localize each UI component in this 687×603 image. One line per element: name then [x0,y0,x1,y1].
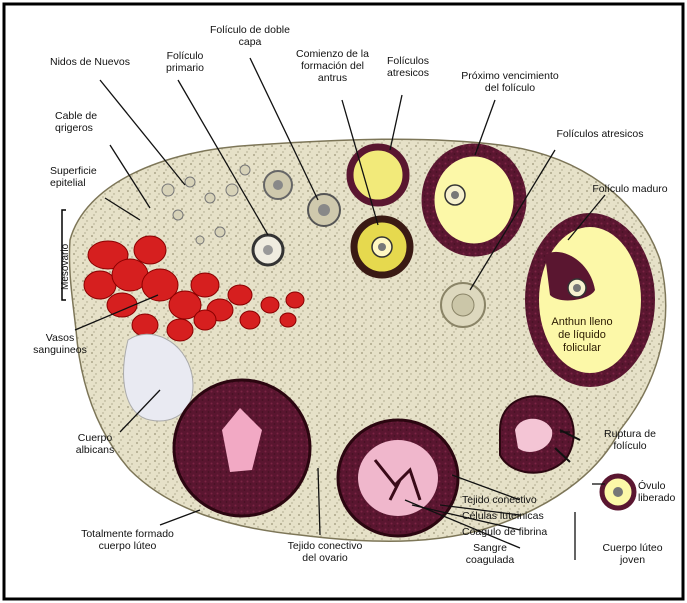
label-celulas: Células luteinicas [462,510,572,522]
approaching-maturity-follicle [428,150,520,250]
label-cuerpo-albicans: Cuerpo albicans [55,432,135,456]
label-atresicos-right: Folículos atresicos [540,128,660,140]
label-foliculo-primario: Folículo primario [150,50,220,74]
label-sangre: Sangre coagulada [455,542,525,566]
label-atresicos-top: Folículos atresicos [378,55,438,79]
label-mesovario: Mesovario [60,244,71,290]
label-proximo: Próximo vencimiento del folículo [450,70,570,94]
label-totalmente: Totalmente formado cuerpo lúteo [70,528,185,552]
label-ovulo: Óvulo liberado [638,480,686,504]
label-doble-capa: Folículo de doble capa [195,24,305,48]
label-superficie: Superficie epitelial [50,165,130,189]
label-maduro: Folículo maduro [580,183,680,195]
label-cuerpo-luteo-joven: Cuerpo lúteo joven [590,542,675,566]
label-tejido-conectivo: Tejido conectivo [462,494,572,506]
label-coagulo: Coagulo de fibrina [462,526,572,538]
label-tejido-ovario: Tejido conectivo del ovario [270,540,380,564]
label-vasos: Vasos sanguineos [20,332,100,356]
label-cable: Cable de qrigeros [55,110,135,134]
label-nidos: Nidos de Nuevos [40,56,140,68]
mature-follicle [532,220,648,380]
label-comienzo-antrum: Comienzo de la formación del antrus [285,48,380,84]
label-antrum: Anthun lleno de líquido folicular [532,316,632,355]
label-ruptura: Ruptura de folículo [590,428,670,452]
